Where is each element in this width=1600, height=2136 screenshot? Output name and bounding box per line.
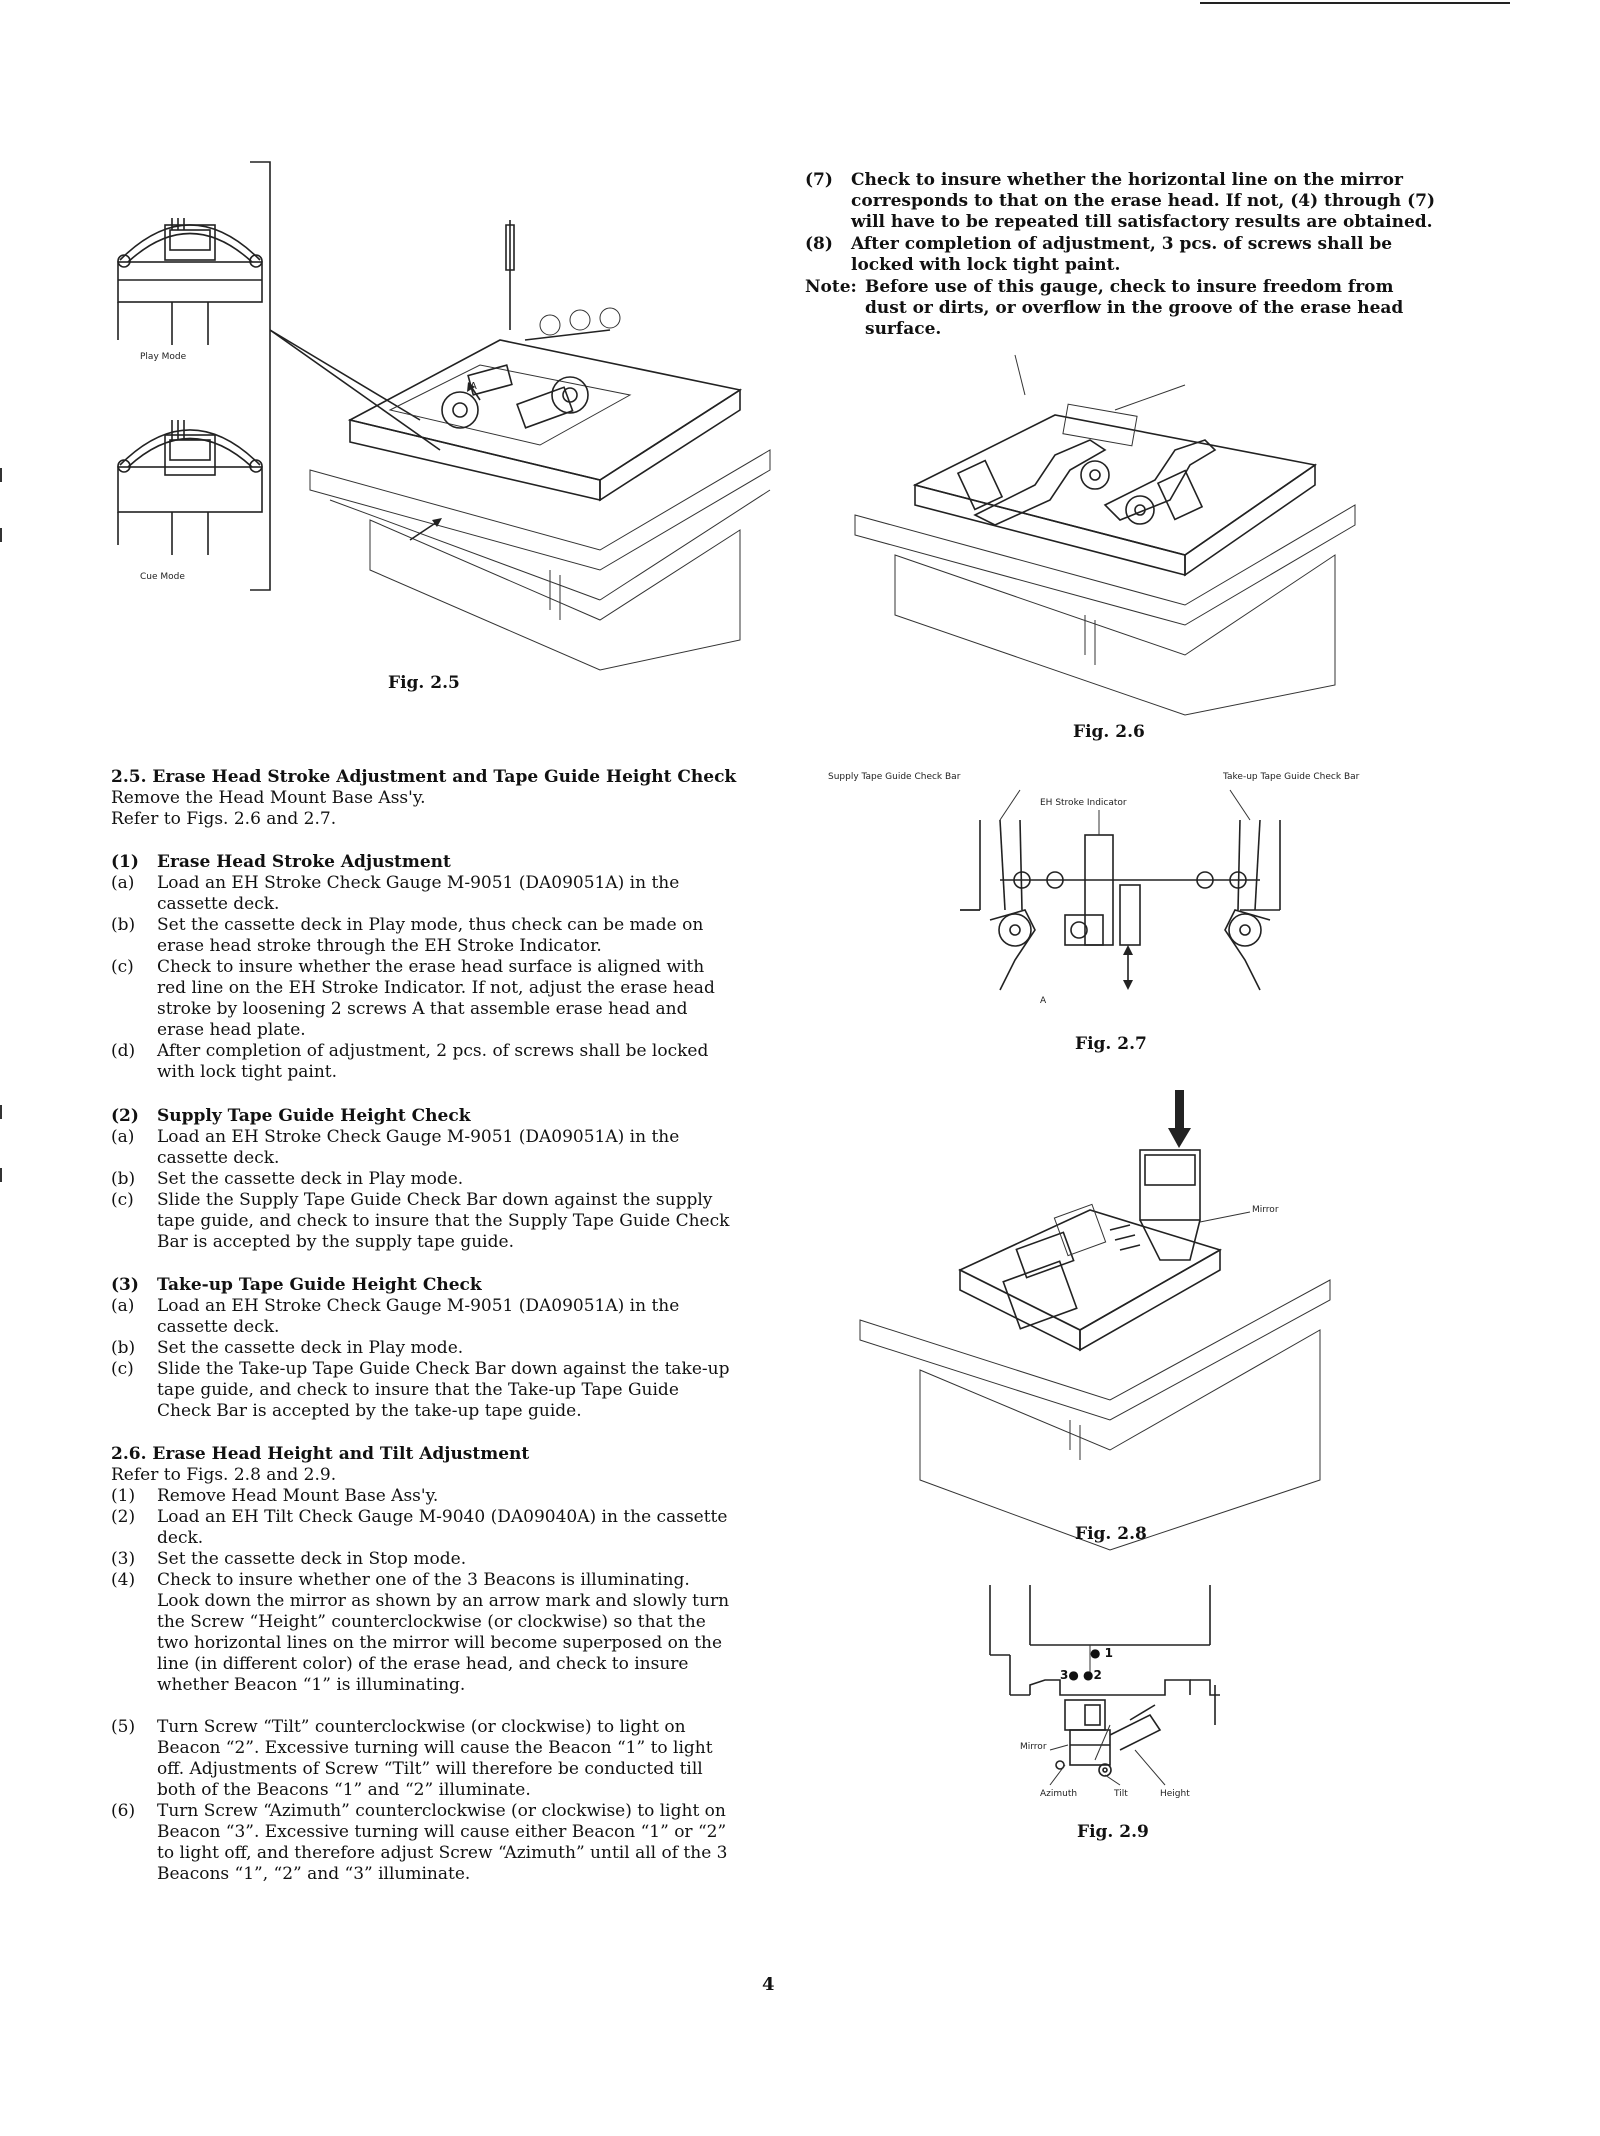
top-rule <box>1200 2 1510 4</box>
fig29-beacon-1: ● 1 <box>1090 1646 1114 1660</box>
sub2-item-a: (a) Load an EH Stroke Check Gauge M-9051… <box>111 1127 680 1168</box>
margin-mark <box>0 528 2 542</box>
fig29-height-label: Height <box>1160 1789 1190 1799</box>
fig25-play-mode-label: Play Mode <box>140 352 187 362</box>
fig28-arrow <box>1168 1090 1191 1148</box>
section-2-6-item-1: (1) Remove Head Mount Base Ass'y. <box>111 1486 439 1506</box>
sub3-item-c: (c) Slide the Take-up Tape Guide Check B… <box>111 1359 730 1421</box>
sub1-item-c: (c) Check to insure whether the erase he… <box>111 957 715 1040</box>
fig29-azimuth-label: Azimuth <box>1040 1789 1078 1799</box>
fig29-caption: Fig. 2.9 <box>1077 1822 1149 1842</box>
section-2-6-item-5: (5) Turn Screw “Tilt” counterclockwise (… <box>111 1717 713 1800</box>
fig25-cue-mode-inset <box>117 420 263 555</box>
section-2-6-heading: 2.6. Erase Head Height and Tilt Adjustme… <box>111 1444 530 1464</box>
section-2-5-intro-1: Remove the Head Mount Base Ass'y. <box>111 788 426 808</box>
fig25-mechanism-drawing <box>309 220 771 671</box>
section-2-5-sub2-title: (2) Supply Tape Guide Height Check <box>111 1106 471 1126</box>
note-7: (7) Check to insure whether the horizont… <box>805 170 1435 232</box>
section-2-6-item-6: (6) Turn Screw “Azimuth” counterclockwis… <box>111 1801 728 1884</box>
note-gauge: Note: Before use of this gauge, check to… <box>805 277 1404 339</box>
fig25-marker-a: A <box>470 381 477 392</box>
fig27-caption: Fig. 2.7 <box>1075 1034 1147 1054</box>
fig27-takeup-bar-label: Take-up Tape Guide Check Bar <box>1223 772 1360 782</box>
fig25-play-mode-inset <box>117 218 263 345</box>
page-number: 4 <box>762 1974 775 1995</box>
fig27-marker-a: A <box>1040 996 1047 1006</box>
fig28-mirror-label: Mirror <box>1252 1205 1279 1215</box>
margin-mark <box>0 1105 2 1119</box>
margin-mark <box>0 1168 2 1182</box>
fig28-caption: Fig. 2.8 <box>1075 1524 1147 1544</box>
fig25-cue-mode-label: Cue Mode <box>140 572 185 582</box>
section-2-5-sub1-title: (1) Erase Head Stroke Adjustment <box>111 852 451 872</box>
fig29-mirror-label: Mirror <box>1020 1742 1047 1752</box>
section-2-6-item-3: (3) Set the cassette deck in Stop mode. <box>111 1549 467 1569</box>
fig26-caption: Fig. 2.6 <box>1073 722 1145 742</box>
sub3-item-a: (a) Load an EH Stroke Check Gauge M-9051… <box>111 1296 680 1337</box>
sub1-item-b: (b) Set the cassette deck in Play mode, … <box>111 915 704 956</box>
fig29-beacon-3-2: 3● ●2 <box>1060 1668 1102 1682</box>
fig27-eh-indicator-label: EH Stroke Indicator <box>1040 798 1127 808</box>
fig25-caption: Fig. 2.5 <box>388 673 460 693</box>
fig27-tape-guide-drawing <box>960 789 1281 991</box>
fig29-beacon-drawing <box>989 1585 1220 1786</box>
sub1-item-d: (d) After completion of adjustment, 2 pc… <box>111 1041 709 1082</box>
note-8: (8) After completion of adjustment, 3 pc… <box>805 234 1393 275</box>
section-2-6-item-2: (2) Load an EH Tilt Check Gauge M-9040 (… <box>111 1507 728 1548</box>
fig26-mechanism-drawing <box>854 354 1356 716</box>
section-2-6-intro: Refer to Figs. 2.8 and 2.9. <box>111 1465 337 1485</box>
fig27-supply-bar-label: Supply Tape Guide Check Bar <box>828 772 961 782</box>
section-2-5-intro-2: Refer to Figs. 2.6 and 2.7. <box>111 809 337 829</box>
fig28-mechanism-drawing <box>859 1149 1331 1551</box>
sub2-item-b: (b) Set the cassette deck in Play mode. <box>111 1169 464 1189</box>
margin-mark <box>0 468 2 482</box>
section-2-5-heading: 2.5. Erase Head Stroke Adjustment and Ta… <box>111 767 737 787</box>
section-2-6-item-4: (4) Check to insure whether one of the 3… <box>111 1570 730 1695</box>
sub2-item-c: (c) Slide the Supply Tape Guide Check Ba… <box>111 1190 730 1252</box>
sub3-item-b: (b) Set the cassette deck in Play mode. <box>111 1338 464 1358</box>
sub1-item-a: (a) Load an EH Stroke Check Gauge M-9051… <box>111 873 680 914</box>
section-2-5-sub3-title: (3) Take-up Tape Guide Height Check <box>111 1275 482 1295</box>
fig25-bracket <box>250 161 441 591</box>
fig29-tilt-label: Tilt <box>1114 1789 1128 1799</box>
